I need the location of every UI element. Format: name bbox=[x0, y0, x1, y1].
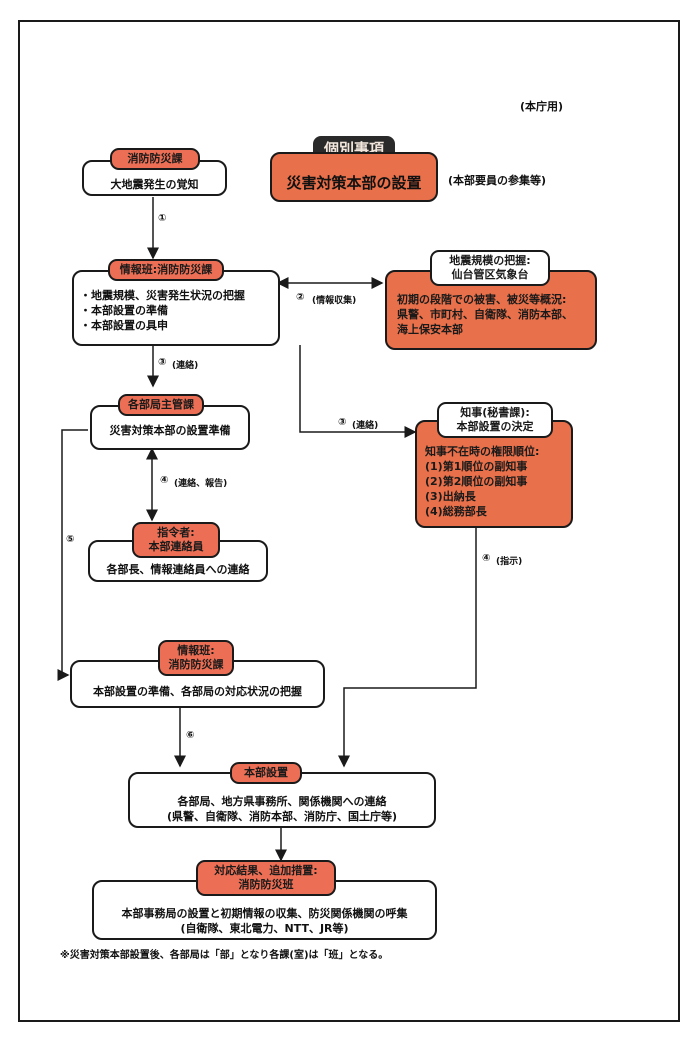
governor-tag-line: 本部設置の決定 bbox=[456, 420, 534, 433]
header-note: (本庁用) bbox=[520, 100, 564, 113]
title-main: 災害対策本部の設置 bbox=[270, 152, 438, 202]
bureau-tag: 各部局主管課 bbox=[118, 394, 204, 416]
start-tag: 消防防災課 bbox=[110, 148, 200, 170]
edge-4-number: ④ bbox=[160, 475, 169, 486]
quake-tag-line: 地震規模の把握: bbox=[449, 254, 531, 267]
governor-tag-line: 知事(秘書課): bbox=[460, 406, 530, 419]
quake-tag-line: 仙台管区気象台 bbox=[451, 268, 529, 281]
hq-tag: 本部設置 bbox=[230, 762, 302, 784]
edge-6-number: ⑥ bbox=[186, 730, 195, 741]
info1-item: ・本部設置の具申 bbox=[80, 319, 168, 332]
hq-line: 各部局、地方県事務所、関係機関への連絡 bbox=[177, 795, 387, 808]
edge-4-label: (連絡、報告) bbox=[174, 479, 228, 489]
result-body: 本部事務局の設置と初期情報の収集、防災関係機関の呼集 (自衛隊、東北電力、NTT… bbox=[92, 880, 437, 940]
info1-item: ・本部設置の準備 bbox=[80, 304, 168, 317]
page-frame bbox=[18, 20, 680, 1022]
info2-tag-line: 消防防災課 bbox=[168, 658, 224, 671]
edge-3b bbox=[299, 345, 417, 438]
edge-4b bbox=[338, 528, 477, 768]
edge-4b-number: ④ bbox=[482, 553, 491, 564]
result-line: 本部事務局の設置と初期情報の収集、防災関係機関の呼集 bbox=[121, 907, 408, 920]
result-line: (自衛隊、東北電力、NTT、JR等) bbox=[180, 922, 349, 935]
edge-5 bbox=[57, 429, 88, 681]
edge-2-label: (情報収集) bbox=[312, 296, 357, 306]
governor-body: 知事不在時の権限順位: (1)第1順位の副知事 (2)第2順位の副知事 (3)出… bbox=[415, 420, 573, 528]
quake-line: 県警、市町村、自衛隊、消防本部、 bbox=[397, 308, 573, 321]
edge-5-number: ⑤ bbox=[66, 534, 75, 545]
start-text: 大地震発生の覚知 bbox=[82, 160, 227, 196]
quake-line: 海上保安本部 bbox=[397, 323, 463, 336]
info1-item: ・地震規模、災害発生状況の把握 bbox=[80, 289, 245, 302]
footnote: ※災害対策本部設置後、各部局は「部」となり各課(室)は「班」となる。 bbox=[60, 950, 389, 961]
info2-tag-line: 情報班: bbox=[177, 644, 215, 657]
quake-tag: 地震規模の把握: 仙台管区気象台 bbox=[430, 250, 550, 286]
governor-tag: 知事(秘書課): 本部設置の決定 bbox=[437, 402, 553, 438]
edge-1-number: ① bbox=[158, 213, 167, 224]
info1-body: ・地震規模、災害発生状況の把握 ・本部設置の準備 ・本部設置の具申 bbox=[72, 270, 280, 346]
governor-line: (3)出納長 bbox=[425, 490, 476, 503]
governor-line: (1)第1順位の副知事 bbox=[425, 460, 528, 473]
hq-line: (県警、自衛隊、消防本部、消防庁、国土庁等) bbox=[166, 810, 398, 823]
result-tag: 対応結果、追加措置: 消防防災班 bbox=[196, 860, 336, 896]
liaison-tag-line: 指令者: bbox=[157, 526, 195, 539]
edge-3a-label: (連絡) bbox=[172, 361, 199, 371]
governor-line: (2)第2順位の副知事 bbox=[425, 475, 528, 488]
liaison-tag-line: 本部連絡員 bbox=[148, 540, 204, 553]
edge-3b-label: (連絡) bbox=[352, 421, 379, 431]
edge-3b-number: ③ bbox=[338, 417, 347, 428]
result-tag-line: 消防防災班 bbox=[238, 878, 294, 891]
governor-line: 知事不在時の権限順位: bbox=[425, 445, 540, 458]
info1-tag: 情報班:消防防災課 bbox=[108, 259, 224, 281]
liaison-tag: 指令者: 本部連絡員 bbox=[132, 522, 220, 558]
edge-3a-number: ③ bbox=[158, 357, 167, 368]
quake-line: 初期の段階での被害、被災等概況: bbox=[397, 293, 567, 306]
result-tag-line: 対応結果、追加措置: bbox=[214, 864, 318, 877]
edge-2-number: ② bbox=[296, 292, 305, 303]
info2-tag: 情報班: 消防防災課 bbox=[158, 640, 234, 676]
title-aside: (本部要員の参集等) bbox=[448, 174, 547, 187]
edge-4b-label: (指示) bbox=[496, 557, 523, 567]
governor-line: (4)総務部長 bbox=[425, 505, 487, 518]
liaison-text: 各部長、情報連絡員への連絡 bbox=[88, 540, 268, 582]
